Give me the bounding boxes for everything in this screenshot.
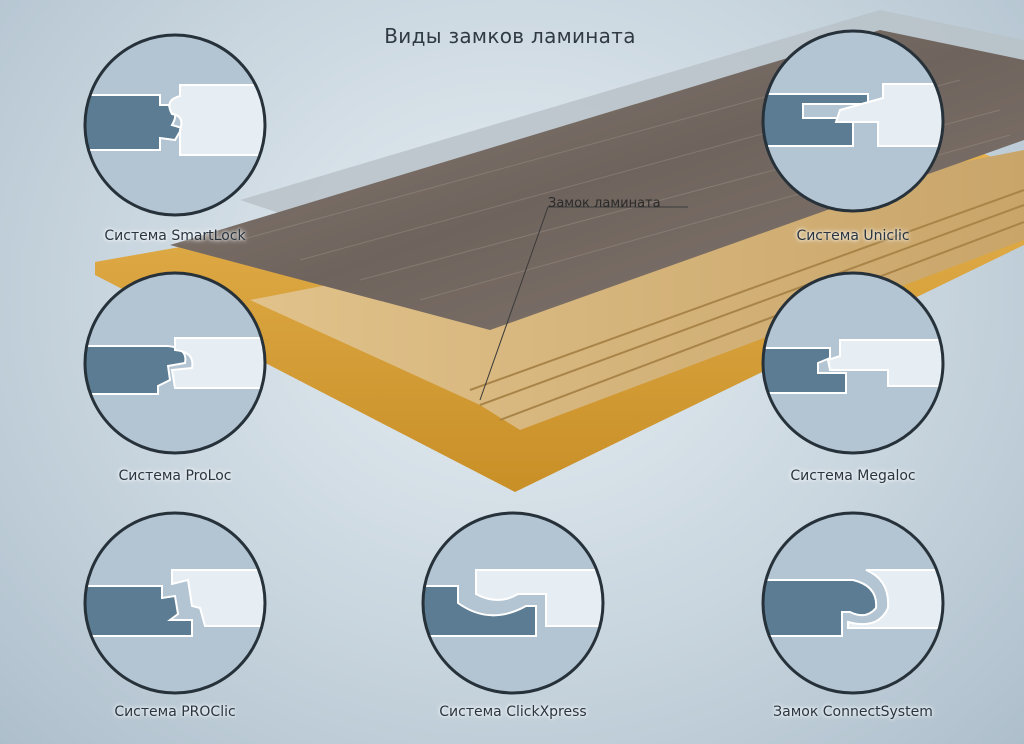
joint-diagram-clickxpress (421, 511, 605, 695)
joint-diagram-smartlock (83, 33, 267, 217)
label-proclic: Система PROClic (114, 704, 236, 720)
joint-diagram-uniclic (761, 29, 945, 213)
label-connectsystem: Замок ConnectSystem (773, 704, 933, 720)
joint-diagram-megaloc (761, 271, 945, 455)
joint-diagram-proclic (83, 511, 267, 695)
label-clickxpress: Система ClickXpress (439, 704, 587, 720)
groove-lines (469, 189, 1024, 421)
tongue-groove-edge (250, 150, 1024, 430)
callout-line (479, 206, 688, 401)
label-uniclic: Система Uniclic (796, 228, 910, 244)
joint-diagram-connectsystem (761, 511, 945, 695)
label-proloc: Система ProLoc (118, 468, 232, 484)
label-megaloc: Система Megaloc (790, 468, 916, 484)
page-title: Виды замков ламината (384, 24, 636, 48)
wood-grain (239, 59, 1011, 301)
joint-diagram-proloc (83, 271, 267, 455)
label-smartlock: Система SmartLock (104, 228, 246, 244)
callout-label: Замок ламината (548, 196, 661, 211)
